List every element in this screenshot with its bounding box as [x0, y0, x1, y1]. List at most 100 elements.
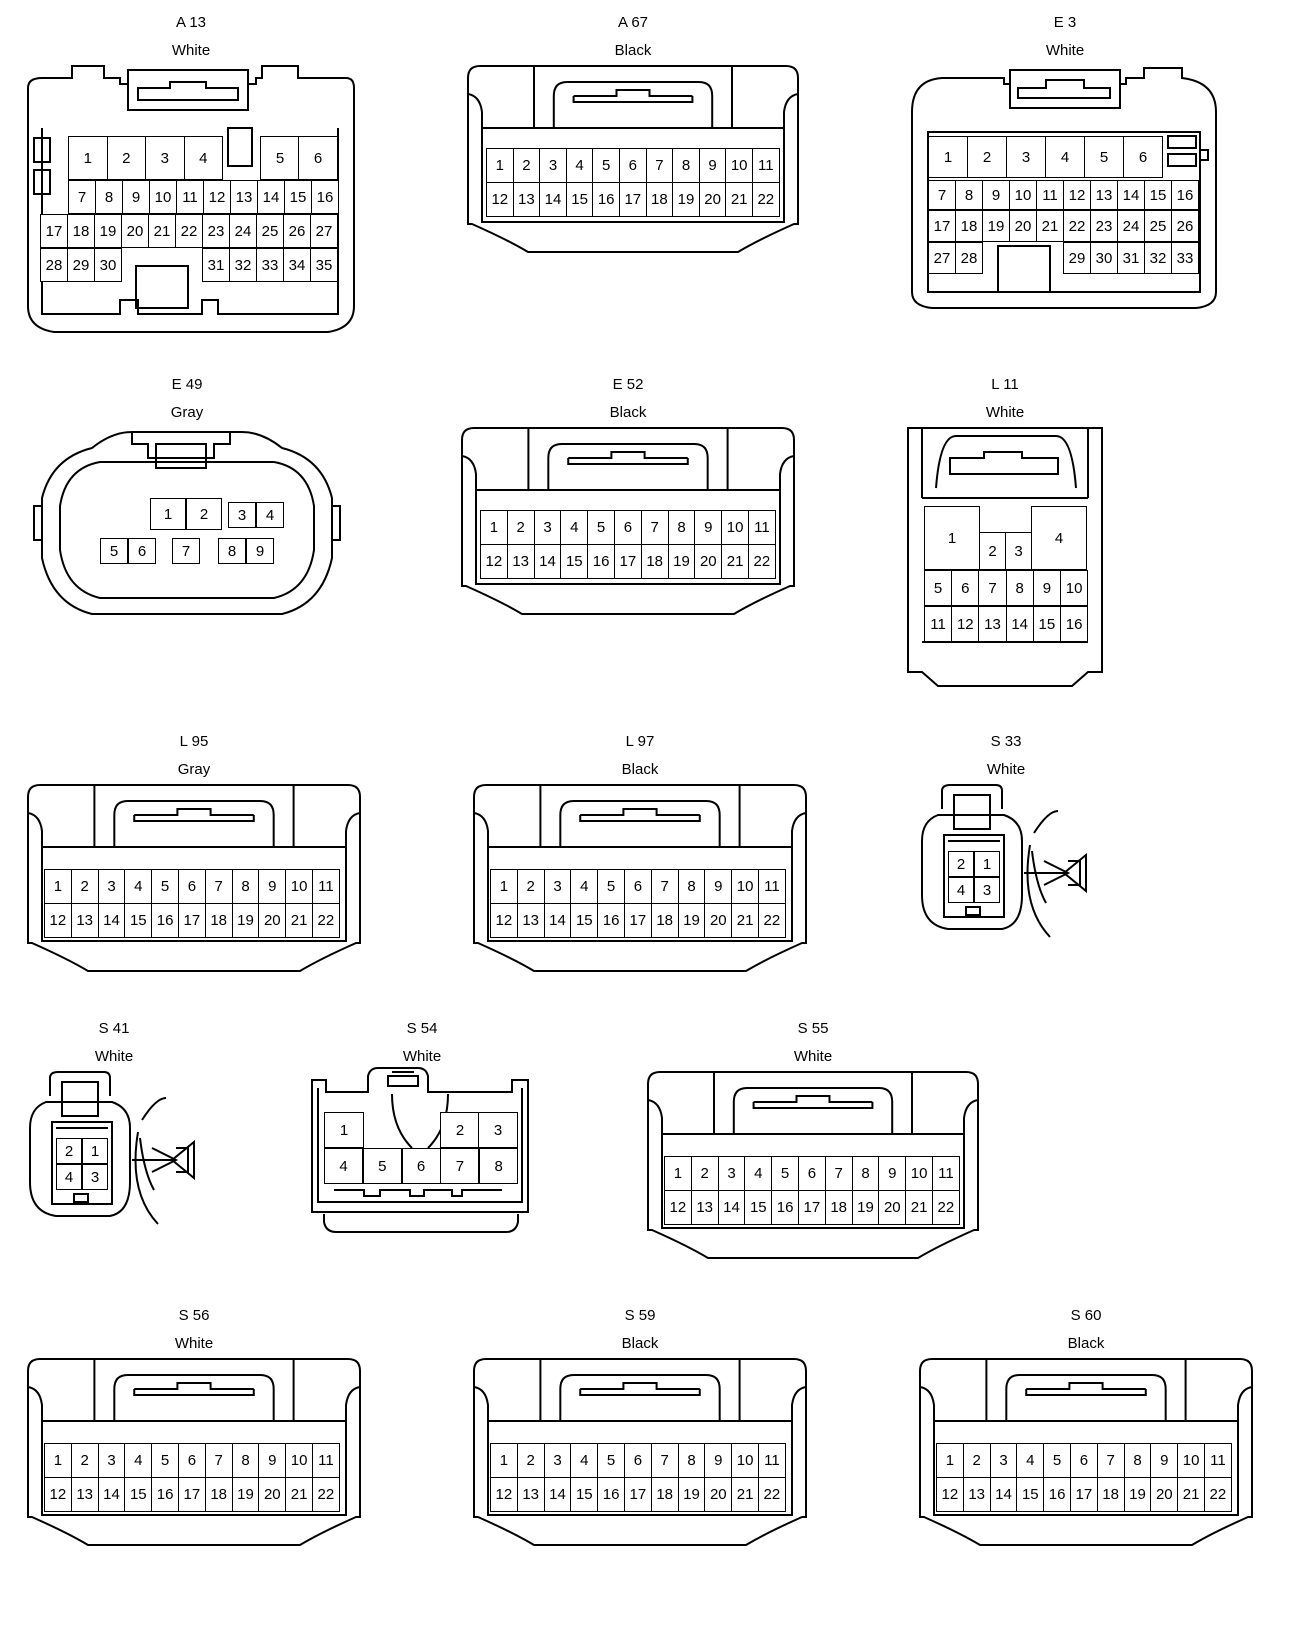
- housing-outline: [647, 1071, 979, 1259]
- pin-4: 4: [744, 1156, 773, 1191]
- pin-19: 19: [677, 903, 706, 938]
- pin-10: 10: [731, 869, 759, 904]
- housing-outline: [965, 906, 981, 916]
- pin-23: 23: [202, 214, 230, 248]
- pin-14: 14: [543, 1477, 572, 1512]
- housing-outline: [1167, 135, 1209, 167]
- pin-7: 7: [68, 180, 96, 214]
- pin-1: 1: [490, 1443, 518, 1478]
- housing-outline: [51, 1121, 113, 1205]
- pin-6: 6: [298, 136, 338, 180]
- pin-33: 33: [1171, 242, 1199, 274]
- pin-16: 16: [1043, 1477, 1071, 1512]
- pin-11: 11: [748, 510, 776, 545]
- pin-20: 20: [698, 182, 727, 217]
- pin-3: 3: [533, 510, 562, 545]
- housing-outline: [345, 812, 361, 847]
- housing-outline: [33, 137, 51, 195]
- pin-7: 7: [440, 1148, 480, 1184]
- pin-4: 4: [124, 869, 153, 904]
- housing-outline: [473, 784, 807, 972]
- pin-4: 4: [948, 877, 974, 903]
- pin-1: 1: [974, 851, 1000, 877]
- connector-code: E 3: [1053, 14, 1077, 31]
- pin-20: 20: [1009, 210, 1037, 242]
- connector-code: E 49: [171, 376, 203, 393]
- pin-14: 14: [539, 182, 567, 217]
- pin-12: 12: [664, 1190, 692, 1225]
- pin-1: 1: [150, 498, 186, 530]
- pin-21: 21: [725, 182, 753, 217]
- housing-outline: [783, 93, 799, 128]
- connector-housing: [27, 65, 355, 333]
- connector-color: White: [171, 42, 211, 59]
- pin-8: 8: [479, 1148, 519, 1184]
- housing-outline: [919, 1358, 1253, 1546]
- connector-color: Black: [614, 42, 652, 59]
- pin-3: 3: [478, 1112, 518, 1148]
- pin-11: 11: [176, 180, 204, 214]
- pin-11: 11: [1036, 180, 1064, 210]
- pin-13: 13: [1090, 180, 1118, 210]
- pin-10: 10: [721, 510, 749, 545]
- pin-14: 14: [257, 180, 285, 214]
- pin-10: 10: [731, 1443, 759, 1478]
- pin-22: 22: [748, 544, 776, 579]
- housing-outline: [27, 1386, 43, 1421]
- pin-10: 10: [1060, 570, 1089, 606]
- pin-7: 7: [928, 180, 956, 210]
- pin-5: 5: [151, 1443, 179, 1478]
- housing-outline: [1237, 1386, 1253, 1421]
- pin-14: 14: [543, 903, 572, 938]
- pin-4: 4: [56, 1164, 82, 1190]
- pin-13: 13: [506, 544, 535, 579]
- housing-outline: [1031, 850, 1047, 904]
- pin-12: 12: [203, 180, 231, 214]
- pin-17: 17: [928, 210, 956, 242]
- pin-4: 4: [560, 510, 589, 545]
- housing-outline: [481, 127, 785, 223]
- pin-4: 4: [256, 502, 284, 528]
- pin-2: 2: [106, 136, 146, 180]
- pin-16: 16: [597, 903, 625, 938]
- pin-8: 8: [218, 538, 246, 564]
- pin-13: 13: [512, 182, 541, 217]
- pin-1: 1: [928, 136, 968, 178]
- pin-19: 19: [1123, 1477, 1152, 1512]
- housing-outline: [1025, 1389, 1147, 1396]
- housing-outline: [461, 427, 795, 615]
- connector-code: L 97: [625, 733, 655, 750]
- pin-31: 31: [202, 248, 230, 282]
- pin-1: 1: [44, 869, 72, 904]
- pin-12: 12: [486, 182, 514, 217]
- housing-outline: [647, 1099, 663, 1134]
- pin-1: 1: [924, 506, 980, 570]
- pin-13: 13: [962, 1477, 991, 1512]
- pin-2: 2: [979, 532, 1006, 570]
- connector-color: Gray: [170, 404, 204, 421]
- housing-outline: [661, 1133, 965, 1229]
- pin-5: 5: [597, 869, 625, 904]
- pin-14: 14: [97, 903, 126, 938]
- pin-14: 14: [533, 544, 562, 579]
- housing-outline: [461, 455, 477, 490]
- pin-5: 5: [362, 1148, 402, 1184]
- pin-9: 9: [1032, 570, 1061, 606]
- pin-10: 10: [1009, 180, 1037, 210]
- housing-outline: [911, 67, 1217, 309]
- pin-17: 17: [624, 903, 652, 938]
- pin-7: 7: [824, 1156, 853, 1191]
- pin-18: 18: [67, 214, 95, 248]
- housing-outline: [133, 1389, 255, 1396]
- pin-1: 1: [490, 869, 518, 904]
- pin-6: 6: [798, 1156, 826, 1191]
- connector-housing: [467, 65, 799, 253]
- pin-5: 5: [924, 570, 953, 606]
- housing-outline: [467, 93, 483, 128]
- pin-12: 12: [44, 1477, 72, 1512]
- housing-outline: [559, 800, 721, 847]
- pin-11: 11: [758, 1443, 786, 1478]
- housing-outline: [949, 451, 1059, 475]
- pin-35: 35: [310, 248, 338, 282]
- connector-code: E 52: [612, 376, 644, 393]
